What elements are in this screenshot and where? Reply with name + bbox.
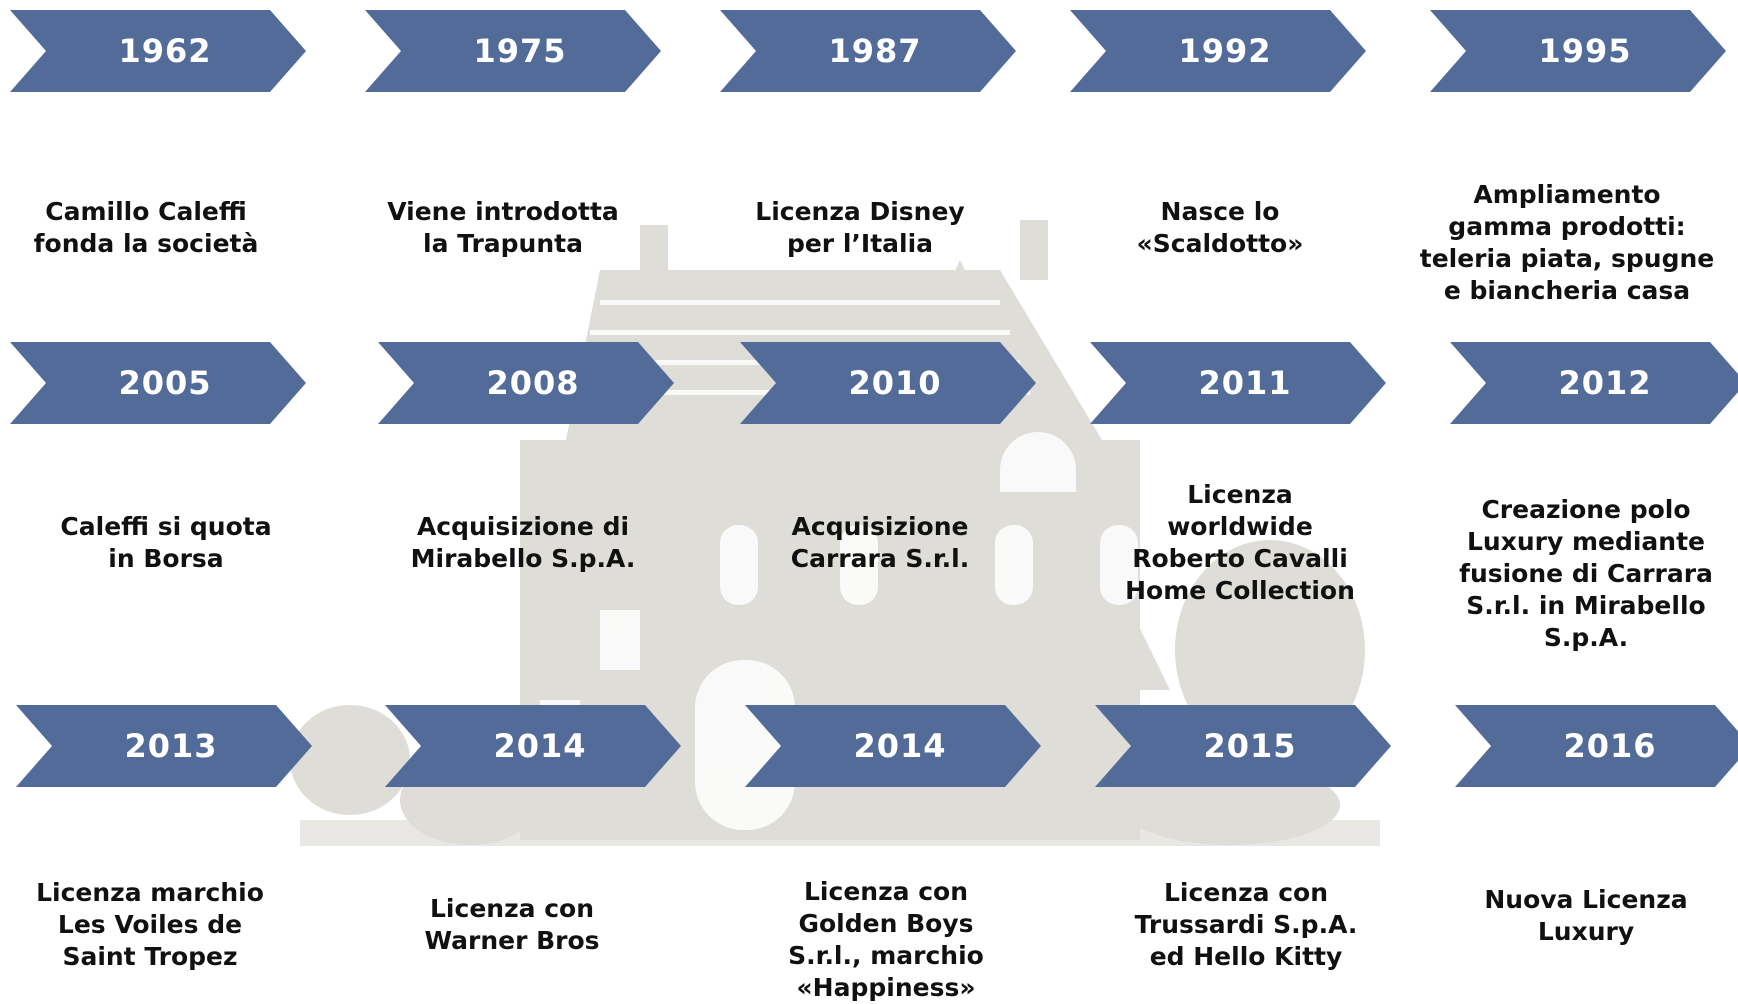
year-label: 2014 — [853, 727, 947, 765]
event-description: Licenza marchio Les Voiles de Saint Trop… — [36, 878, 264, 971]
year-chevron: 2010 — [740, 342, 1036, 424]
event-description: Acquisizione Carrara S.r.l. — [790, 512, 970, 573]
event-description: Ampliamento gamma prodotti: teleria piat… — [1419, 180, 1715, 305]
event-description: Licenza worldwide Roberto Cavalli Home C… — [1125, 480, 1355, 605]
year-chevron: 2015 — [1095, 705, 1391, 787]
event-description: Creazione polo Luxury mediante fusione d… — [1459, 495, 1713, 652]
year-chevron: 2014 — [745, 705, 1041, 787]
event-description: Licenza con Golden Boys S.r.l., marchio … — [788, 877, 984, 1002]
year-chevron: 2014 — [385, 705, 681, 787]
year-label: 2008 — [486, 364, 580, 402]
year-chevron: 1987 — [720, 10, 1016, 92]
year-chevron: 2011 — [1090, 342, 1386, 424]
year-chevron: 2008 — [378, 342, 674, 424]
event-description: Caleffi si quota in Borsa — [60, 512, 272, 573]
year-label: 2013 — [124, 727, 218, 765]
year-label: 2016 — [1563, 727, 1657, 765]
year-chevron: 1995 — [1430, 10, 1726, 92]
event-description: Viene introdotta la Trapunta — [387, 197, 619, 258]
year-chevron: 1975 — [365, 10, 661, 92]
event-description: Acquisizione di Mirabello S.p.A. — [410, 512, 636, 573]
event-description: Licenza con Warner Bros — [424, 894, 600, 955]
year-label: 1975 — [473, 32, 567, 70]
year-chevron: 2016 — [1455, 705, 1738, 787]
year-chevron: 2013 — [16, 705, 312, 787]
year-label: 1987 — [828, 32, 922, 70]
year-chevron: 2012 — [1450, 342, 1738, 424]
event-description: Nuova Licenza Luxury — [1484, 885, 1688, 946]
event-description: Licenza Disney per l’Italia — [755, 197, 965, 258]
year-label: 2012 — [1558, 364, 1652, 402]
year-chevron: 2005 — [10, 342, 306, 424]
year-chevron: 1962 — [10, 10, 306, 92]
event-description: Licenza con Trussardi S.p.A. ed Hello Ki… — [1134, 878, 1358, 971]
year-label: 1962 — [118, 32, 212, 70]
year-label: 2014 — [493, 727, 587, 765]
event-description: Camillo Caleffi fonda la società — [33, 197, 259, 258]
year-label: 2005 — [118, 364, 212, 402]
year-label: 1992 — [1178, 32, 1272, 70]
event-description: Nasce lo «Scaldotto» — [1136, 197, 1304, 258]
year-label: 1995 — [1538, 32, 1632, 70]
year-label: 2015 — [1203, 727, 1297, 765]
year-chevron: 1992 — [1070, 10, 1366, 92]
year-label: 2011 — [1198, 364, 1292, 402]
year-label: 2010 — [848, 364, 942, 402]
